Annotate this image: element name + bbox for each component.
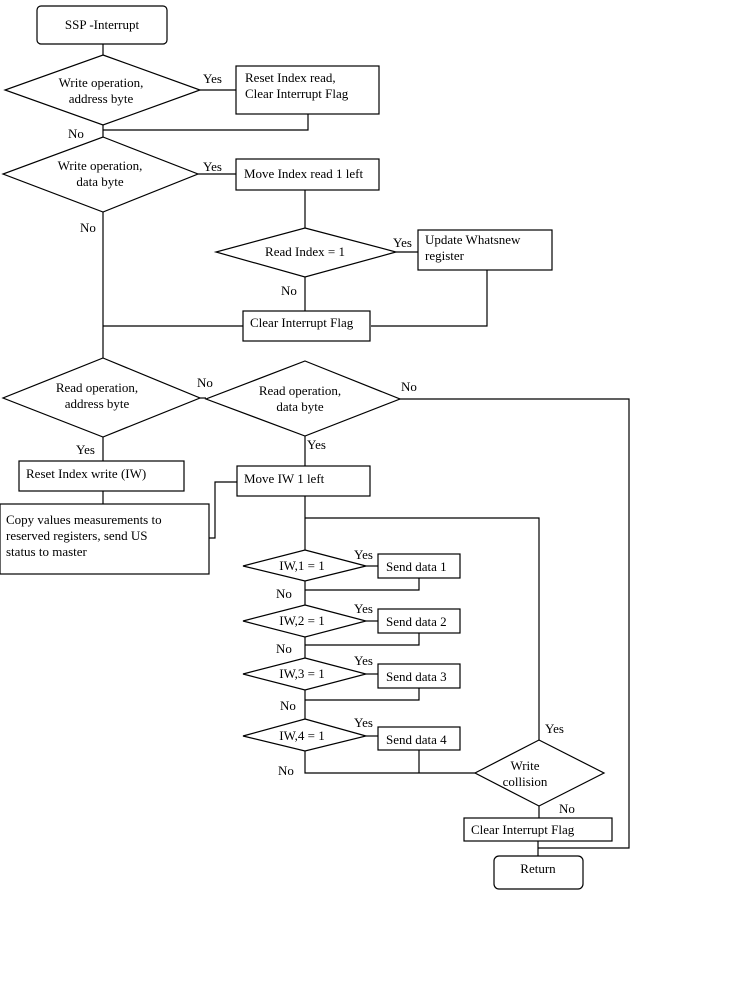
no-label: No xyxy=(281,283,297,298)
process-reset-index-read: Reset Index read,Clear Interrupt Flag xyxy=(235,65,380,115)
decision-write-data: Write operation,data byte xyxy=(1,136,200,213)
process-send-data-1: Send data 1 xyxy=(377,553,461,579)
end-terminal: Return xyxy=(493,855,584,890)
decision-read-data: Read operation,data byte xyxy=(204,360,402,437)
yes-label: Yes xyxy=(76,442,95,457)
no-label: No xyxy=(276,641,292,656)
decision-write-address: Write operation,address byte xyxy=(3,54,202,126)
no-label: No xyxy=(276,586,292,601)
process-move-iw-label: Move IW 1 left xyxy=(244,471,325,486)
yes-label: Yes xyxy=(203,71,222,86)
no-label: No xyxy=(280,698,296,713)
end-label: Return xyxy=(520,861,556,876)
process-send-data-3-label: Send data 3 xyxy=(386,669,447,684)
process-send-data-4: Send data 4 xyxy=(377,726,461,751)
process-send-data-1-label: Send data 1 xyxy=(386,559,447,574)
no-label: No xyxy=(278,763,294,778)
branch-labels: Yes No Yes No Yes No No No Yes Yes Yes N… xyxy=(68,71,575,816)
yes-label: Yes xyxy=(393,235,412,250)
process-move-index-read-label: Move Index read 1 left xyxy=(244,166,364,181)
yes-label: Yes xyxy=(354,653,373,668)
decision-write-data-label: Write operation,data byte xyxy=(58,158,143,189)
connector xyxy=(103,114,309,131)
decision-iw4-label: IW,4 = 1 xyxy=(279,728,325,743)
no-label: No xyxy=(197,375,213,390)
process-send-data-2-label: Send data 2 xyxy=(386,614,447,629)
connector xyxy=(209,481,237,539)
decision-read-data-label: Read operation,data byte xyxy=(259,383,341,414)
start-terminal: SSP -Interrupt xyxy=(36,5,168,45)
process-send-data-3: Send data 3 xyxy=(377,663,461,689)
yes-label: Yes xyxy=(354,715,373,730)
yes-label: Yes xyxy=(354,547,373,562)
connectors xyxy=(102,44,630,856)
yes-label: Yes xyxy=(354,601,373,616)
decision-iw2: IW,2 = 1 xyxy=(242,604,369,638)
connector xyxy=(305,517,540,740)
connector xyxy=(304,751,475,774)
connector xyxy=(305,633,420,646)
process-reset-index-write-label: Reset Index write (IW) xyxy=(26,466,146,481)
start-label: SSP -Interrupt xyxy=(65,17,140,32)
no-label: No xyxy=(401,379,417,394)
process-move-iw: Move IW 1 left xyxy=(236,465,371,497)
decision-read-address: Read operation,address byte xyxy=(1,357,202,438)
process-move-index-read: Move Index read 1 left xyxy=(235,158,380,191)
yes-label: Yes xyxy=(203,159,222,174)
process-send-data-4-label: Send data 4 xyxy=(386,732,447,747)
no-label: No xyxy=(68,126,84,141)
connector xyxy=(305,578,420,591)
decision-iw1-label: IW,1 = 1 xyxy=(279,558,325,573)
process-clear-flag-1: Clear Interrupt Flag xyxy=(242,310,371,342)
connector xyxy=(398,398,630,849)
decision-iw3: IW,3 = 1 xyxy=(242,657,369,691)
process-clear-flag-1-label: Clear Interrupt Flag xyxy=(250,315,354,330)
no-label: No xyxy=(559,801,575,816)
decision-iw3-label: IW,3 = 1 xyxy=(279,666,325,681)
connector xyxy=(305,688,420,701)
connector xyxy=(371,270,488,327)
process-reset-index-write: Reset Index write (IW) xyxy=(18,460,185,492)
no-label: No xyxy=(80,220,96,235)
process-send-data-2: Send data 2 xyxy=(377,608,461,634)
decision-read-address-label: Read operation,address byte xyxy=(56,380,138,411)
decision-iw2-label: IW,2 = 1 xyxy=(279,613,325,628)
process-clear-flag-2-label: Clear Interrupt Flag xyxy=(471,822,575,837)
decision-write-address-label: Write operation,address byte xyxy=(59,75,144,106)
decision-read-index-label: Read Index = 1 xyxy=(265,244,345,259)
decision-iw4: IW,4 = 1 xyxy=(242,718,369,752)
decision-read-index: Read Index = 1 xyxy=(213,227,399,278)
decision-iw1: IW,1 = 1 xyxy=(242,549,367,582)
yes-label: Yes xyxy=(545,721,564,736)
process-reset-index-read-label: Reset Index read,Clear Interrupt Flag xyxy=(245,70,349,101)
process-clear-flag-2: Clear Interrupt Flag xyxy=(463,817,613,842)
yes-label: Yes xyxy=(307,437,326,452)
